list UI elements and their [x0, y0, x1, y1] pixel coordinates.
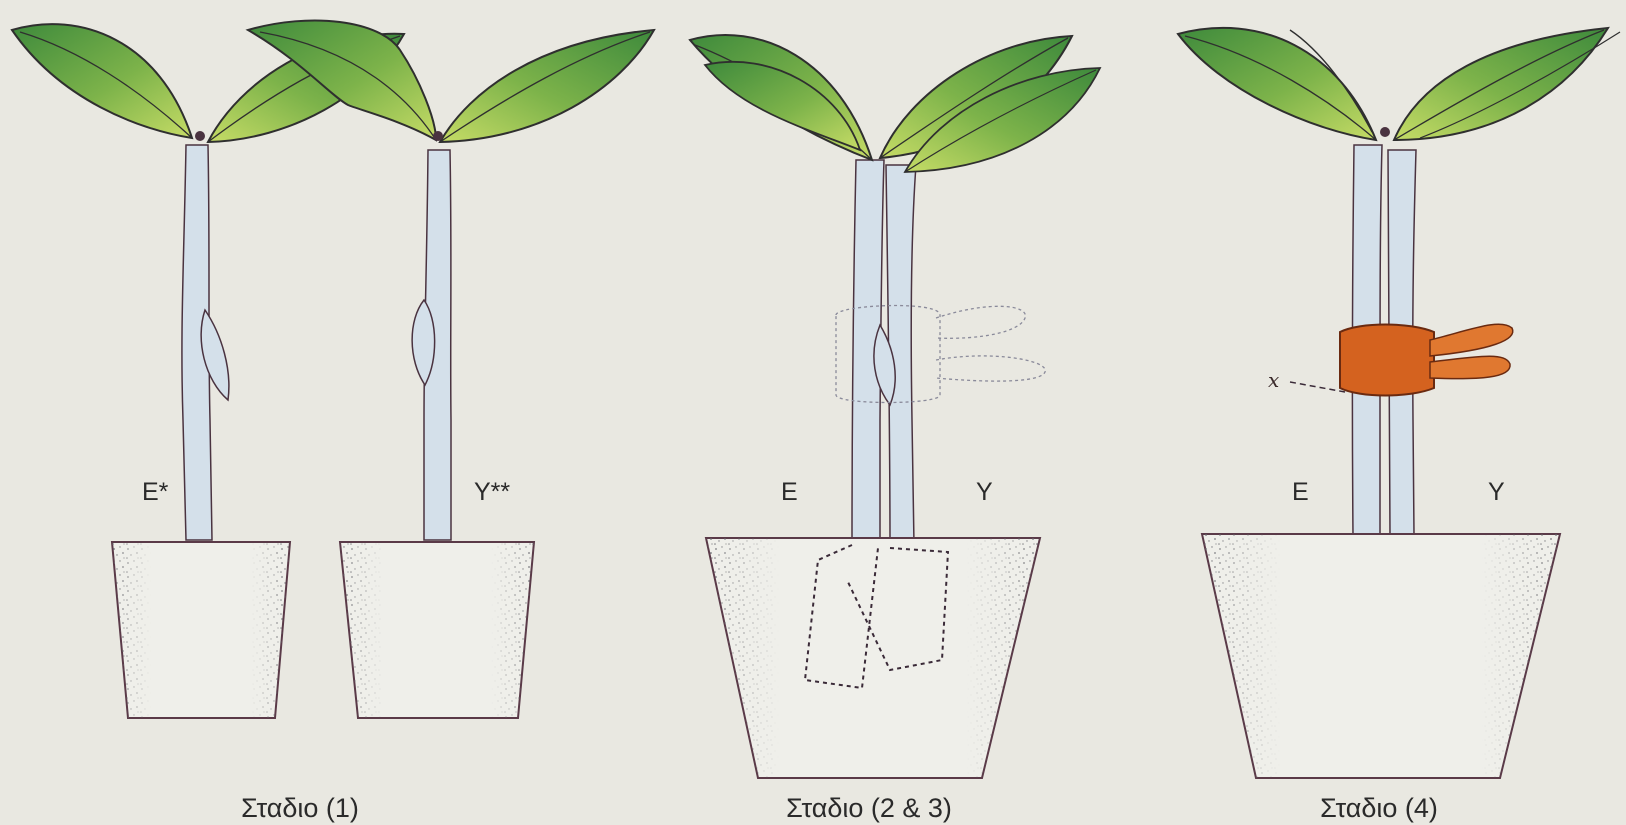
- stage-1-pot-e: [112, 542, 290, 718]
- stage-2-3-label-y: Y: [976, 480, 993, 505]
- stage-1-caption: Σταδιο (1): [241, 795, 359, 822]
- stage-2-3-label-e: E: [781, 480, 798, 505]
- stage-4-label-e: E: [1292, 480, 1309, 505]
- stage-4-label-y: Y: [1488, 480, 1505, 505]
- stage-4-graft-mark: x: [1268, 370, 1279, 390]
- stage-4-pot: [1202, 534, 1560, 778]
- graft-pointer-line: [1290, 382, 1345, 392]
- stage-1-panel: [12, 20, 654, 718]
- stage-2-3-panel: [690, 35, 1100, 778]
- stage-1-label-y: Y**: [474, 480, 510, 505]
- stage-2-3-pot: [706, 538, 1040, 778]
- stage-4-caption: Σταδιο (4): [1320, 795, 1438, 822]
- grafting-clip: [1340, 324, 1513, 395]
- stage-1-pot-y: [340, 542, 534, 718]
- stage-1-label-e: E*: [142, 480, 168, 505]
- stage-2-3-caption: Σταδιο (2 & 3): [786, 795, 952, 822]
- stage-4-panel: [1178, 28, 1620, 778]
